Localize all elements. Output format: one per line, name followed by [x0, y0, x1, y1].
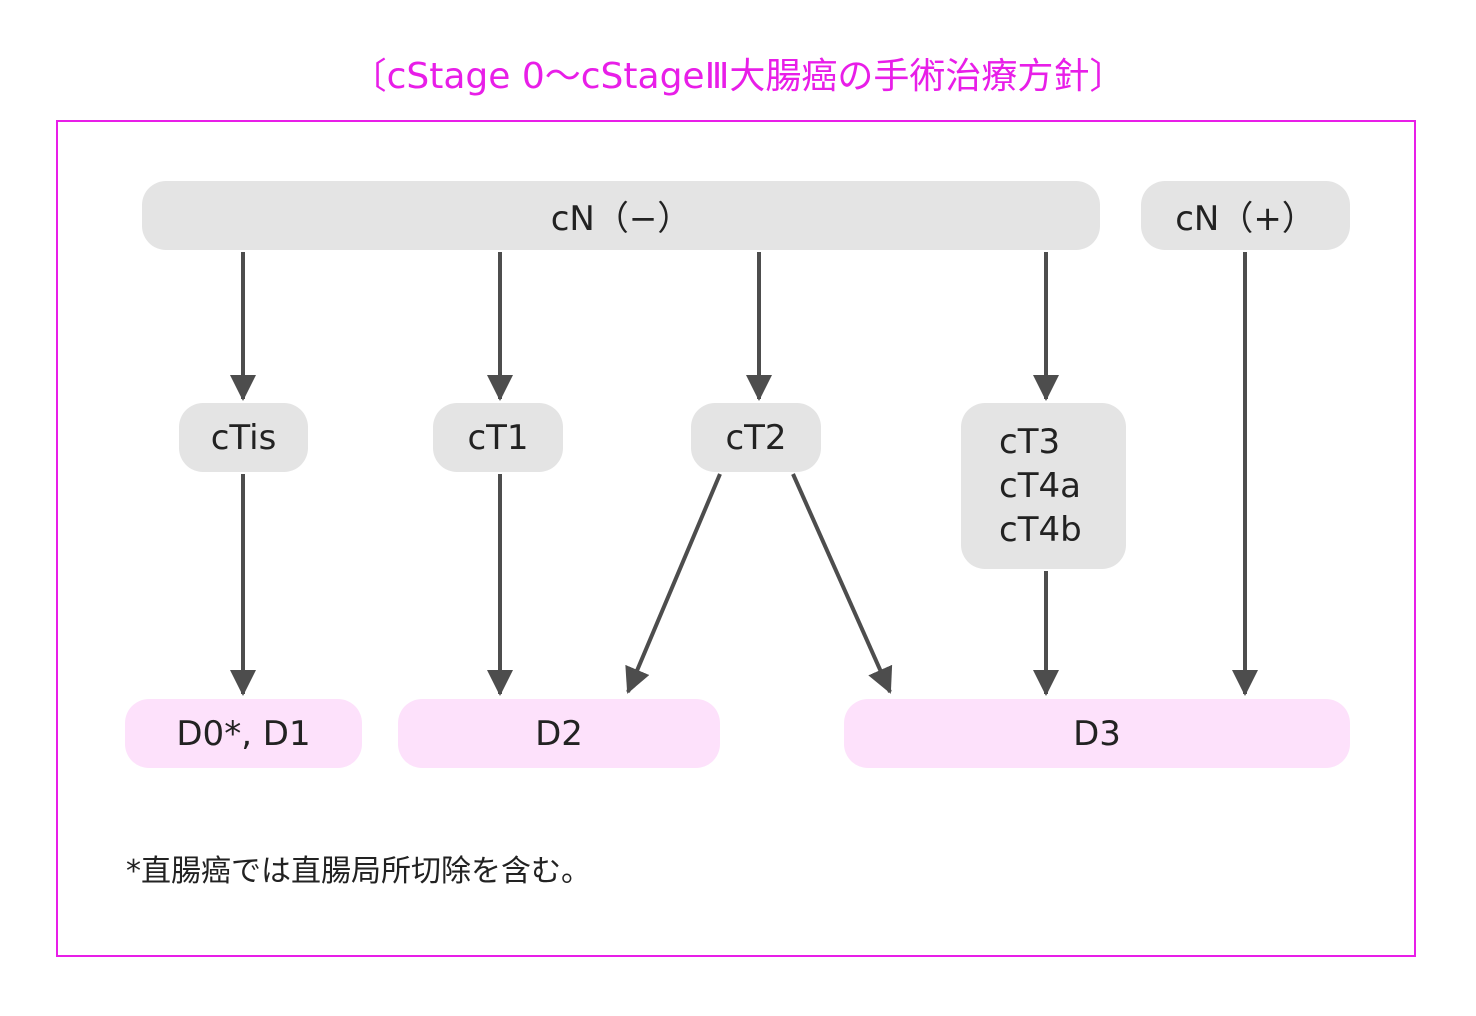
node-cn-positive: cN（+）: [1141, 181, 1350, 250]
node-ct3-group: cT3 cT4a cT4b: [961, 403, 1126, 569]
node-d3-label: D3: [1073, 713, 1121, 754]
node-ct4a-label: cT4a: [999, 466, 1081, 506]
node-d0-d1-label: D0*, D1: [176, 713, 311, 754]
node-ct4b-label: cT4b: [999, 510, 1082, 550]
node-ct1-label: cT1: [467, 417, 529, 458]
diagram-title: 〔cStage 0〜cStageⅢ大腸癌の手術治療方針〕: [350, 56, 1126, 97]
node-ct2: cT2: [691, 403, 821, 472]
node-d2-label: D2: [535, 713, 583, 754]
node-ctis-label: cTis: [210, 417, 277, 458]
arrow-ct2-to-d3: [791, 473, 893, 694]
node-cn-positive-label: cN（+）: [1175, 199, 1316, 239]
diagram-frame: [56, 120, 1416, 957]
node-d0-d1: D0*, D1: [125, 699, 362, 768]
node-d3: D3: [844, 699, 1350, 768]
node-cn-negative: cN（−）: [142, 181, 1100, 250]
node-ct3-label: cT3: [999, 422, 1061, 462]
node-ct1: cT1: [433, 403, 563, 472]
node-ctis: cTis: [179, 403, 308, 472]
node-cn-negative-label: cN（−）: [550, 199, 692, 239]
node-ct2-label: cT2: [725, 417, 787, 458]
arrow-ct2-to-d2: [625, 473, 722, 694]
node-d2: D2: [398, 699, 720, 768]
footnote: *直腸癌では直腸局所切除を含む。: [126, 854, 591, 889]
